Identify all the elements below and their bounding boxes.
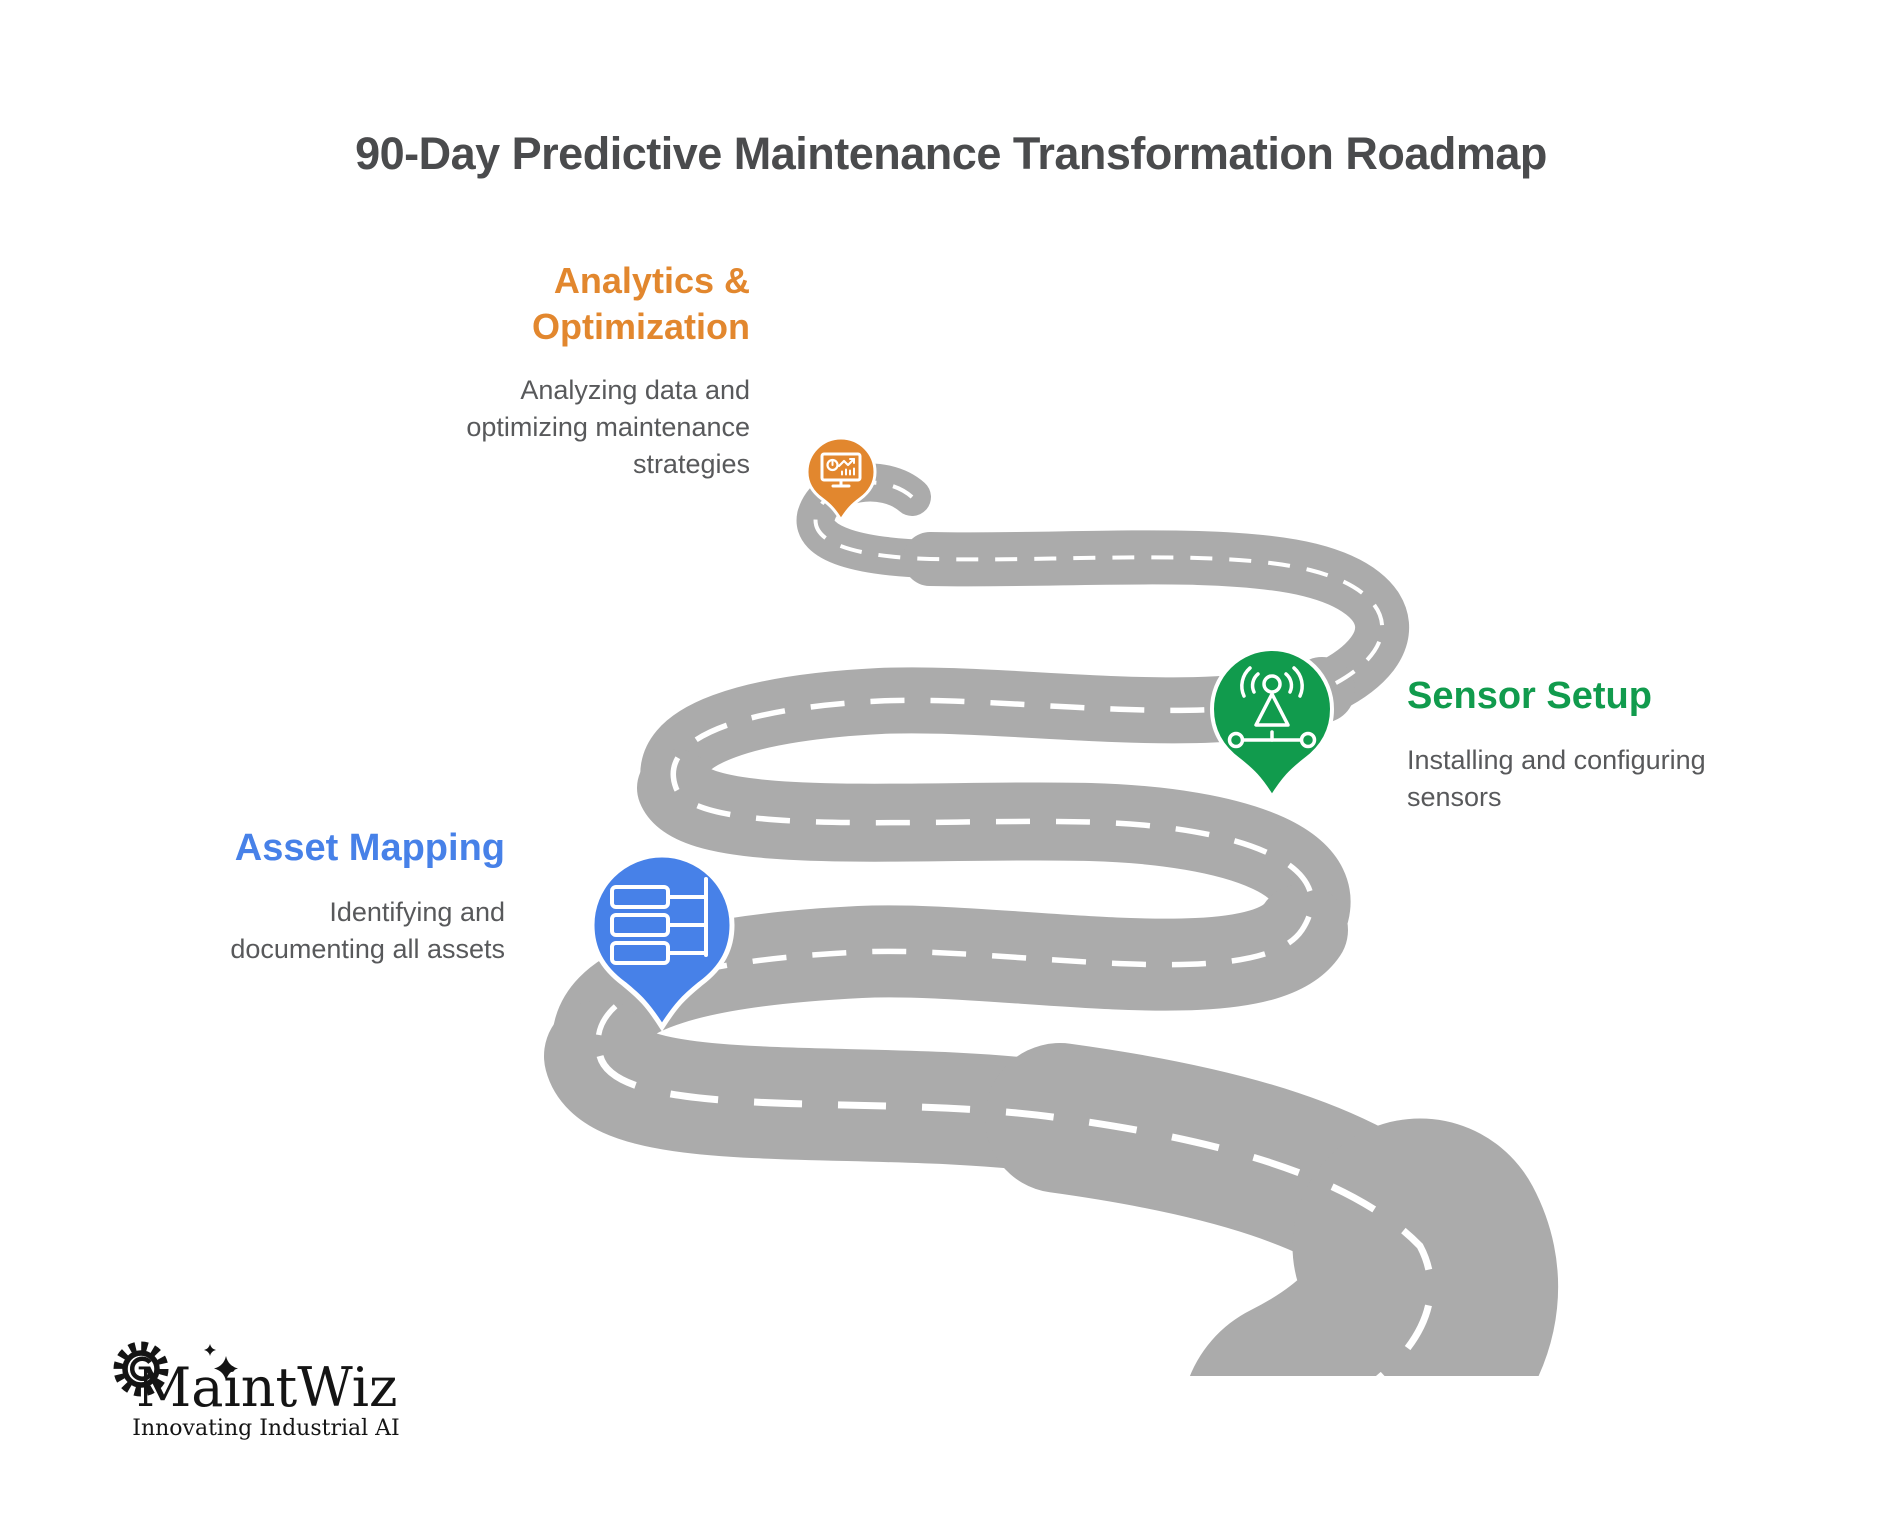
logo-name: MaintWiz	[136, 1356, 398, 1419]
road-bottom-cut	[860, 1376, 1902, 1531]
milestone-asset-description: Identifying and documenting all assets	[230, 897, 505, 964]
center-line-top	[813, 480, 1384, 692]
milestone-analytics-heading: Analytics & Optimization	[532, 260, 750, 347]
asset-mapping-pin	[589, 852, 735, 1032]
milestone-sensor-setup: Sensor Setup Installing and configuring …	[1407, 672, 1837, 816]
sensor-setup-pin	[1209, 647, 1335, 801]
page-title: 90-Day Predictive Maintenance Transforma…	[355, 128, 1547, 179]
wireless-sensor-icon	[1227, 666, 1317, 749]
road-segment-1	[796, 463, 949, 578]
road-center-line	[595, 480, 1434, 1428]
milestone-analytics-description: Analyzing data and optimizing maintenanc…	[466, 375, 750, 479]
pin-shape	[1209, 647, 1335, 801]
milestone-sensor-description: Installing and configuring sensors	[1407, 745, 1706, 812]
sparkle-icon	[204, 1344, 238, 1381]
milestone-asset-heading: Asset Mapping	[234, 827, 505, 869]
analytics-optimization-pin	[805, 436, 877, 523]
asset-hierarchy-icon	[610, 877, 708, 965]
road-segment-5	[552, 884, 1348, 1102]
milestone-asset-mapping: Asset Mapping Identifying and documentin…	[145, 824, 505, 968]
logo-tagline: Innovating Industrial AI	[132, 1416, 400, 1441]
maintwiz-logo: MaintWiz Innovating Industrial AI	[100, 1330, 430, 1480]
center-line-middle	[595, 687, 1324, 1057]
dashboard-monitor-icon	[820, 452, 862, 488]
milestone-sensor-heading: Sensor Setup	[1407, 675, 1652, 717]
center-line-bottom	[596, 1054, 1434, 1428]
road-segment-4	[637, 749, 1351, 969]
logo-artwork	[113, 1341, 238, 1397]
milestone-analytics-optimization: Analytics & Optimization Analyzing data …	[420, 258, 750, 483]
gear-icon	[113, 1341, 169, 1397]
